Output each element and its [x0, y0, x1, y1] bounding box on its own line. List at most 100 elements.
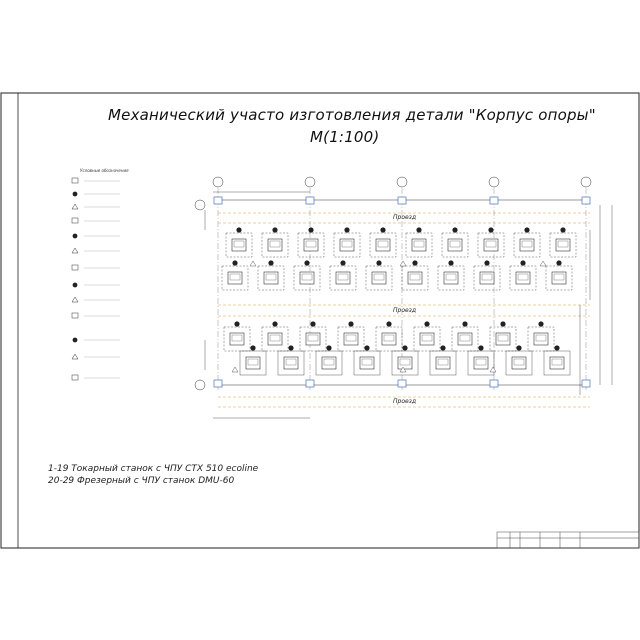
drawing-scale: М(1:100) [310, 128, 380, 146]
machine-zone [451, 326, 479, 352]
building-column [213, 379, 223, 388]
machine-body [419, 332, 435, 346]
machine-zone [505, 350, 533, 376]
machine-body [407, 271, 423, 285]
machine-detail [265, 273, 277, 281]
machine-body [495, 332, 511, 346]
machine-detail [231, 334, 243, 342]
machine-detail [269, 334, 281, 342]
machine-detail [449, 240, 461, 248]
machine-zone [277, 350, 305, 376]
machine-note-lathe: 1-19 Токарный станок с ЧПУ СТХ 510 ecoli… [48, 464, 259, 474]
machine-unit [549, 227, 577, 258]
legend-symbol [71, 312, 79, 319]
machine-unit [441, 227, 469, 258]
operator-marker [516, 345, 522, 351]
operator-marker [348, 321, 354, 327]
machine-detail [557, 240, 569, 248]
machine-unit [545, 260, 573, 291]
machine-unit [369, 227, 397, 258]
machine-unit [261, 321, 289, 352]
machine-unit [223, 321, 251, 352]
operator-marker [448, 260, 454, 266]
machine-body [231, 238, 247, 252]
operator-marker [500, 321, 506, 327]
machine-detail [535, 334, 547, 342]
machine-body [299, 271, 315, 285]
passage-label-middle: Проезд [393, 307, 416, 314]
machine-body [245, 356, 261, 370]
operator-marker [424, 321, 430, 327]
legend-symbol [72, 282, 78, 288]
legend-symbol [71, 264, 79, 271]
machine-detail [445, 273, 457, 281]
machine-zone [375, 326, 403, 352]
machine-body [435, 356, 451, 370]
machine-layout [221, 227, 577, 376]
machine-unit [353, 345, 381, 376]
machine-body [263, 271, 279, 285]
machine-body [397, 356, 413, 370]
machine-zone [297, 232, 325, 258]
machine-zone [477, 232, 505, 258]
machine-unit [257, 260, 285, 291]
machine-zone [527, 326, 555, 352]
operator-marker [288, 345, 294, 351]
machine-unit [513, 227, 541, 258]
operator-marker [232, 260, 238, 266]
machine-detail [269, 240, 281, 248]
machine-unit [261, 227, 289, 258]
warning-symbol [399, 260, 407, 267]
grid-axis-marker [304, 176, 316, 188]
machine-unit [329, 260, 357, 291]
machine-unit [333, 227, 361, 258]
machine-body [321, 356, 337, 370]
operator-marker [402, 345, 408, 351]
operator-marker [326, 345, 332, 351]
machine-unit [315, 345, 343, 376]
machine-zone [441, 232, 469, 258]
machine-detail [413, 240, 425, 248]
machine-unit [225, 227, 253, 258]
machine-body [479, 271, 495, 285]
machine-body [267, 238, 283, 252]
drawing-title: Механический участо изготовления детали … [108, 106, 596, 124]
machine-body [305, 332, 321, 346]
machine-zone [509, 265, 537, 291]
machine-unit [413, 321, 441, 352]
machine-unit [467, 345, 495, 376]
machine-zone [299, 326, 327, 352]
machine-unit [221, 260, 249, 291]
machine-zone [261, 326, 289, 352]
machine-body [359, 356, 375, 370]
machine-zone [473, 265, 501, 291]
machine-unit [451, 321, 479, 352]
building-column [581, 196, 591, 205]
machine-body [515, 271, 531, 285]
operator-marker [364, 345, 370, 351]
building-column [305, 379, 315, 388]
machine-body [411, 238, 427, 252]
operator-marker [560, 227, 566, 233]
machine-body [533, 332, 549, 346]
operator-marker [308, 227, 314, 233]
machine-detail [301, 273, 313, 281]
operator-marker [556, 260, 562, 266]
machine-body [457, 332, 473, 346]
building-column [305, 196, 315, 205]
grid-axis-marker [194, 379, 206, 391]
machine-zone [369, 232, 397, 258]
machine-zone [223, 326, 251, 352]
warning-symbol [399, 366, 407, 373]
warning-symbol [539, 260, 547, 267]
machine-detail [517, 273, 529, 281]
machine-zone [293, 265, 321, 291]
machine-body [483, 238, 499, 252]
legend-symbol [71, 374, 79, 381]
machine-body [375, 238, 391, 252]
building-column [213, 196, 223, 205]
machine-body [229, 332, 245, 346]
operator-marker [268, 260, 274, 266]
machine-body [343, 332, 359, 346]
